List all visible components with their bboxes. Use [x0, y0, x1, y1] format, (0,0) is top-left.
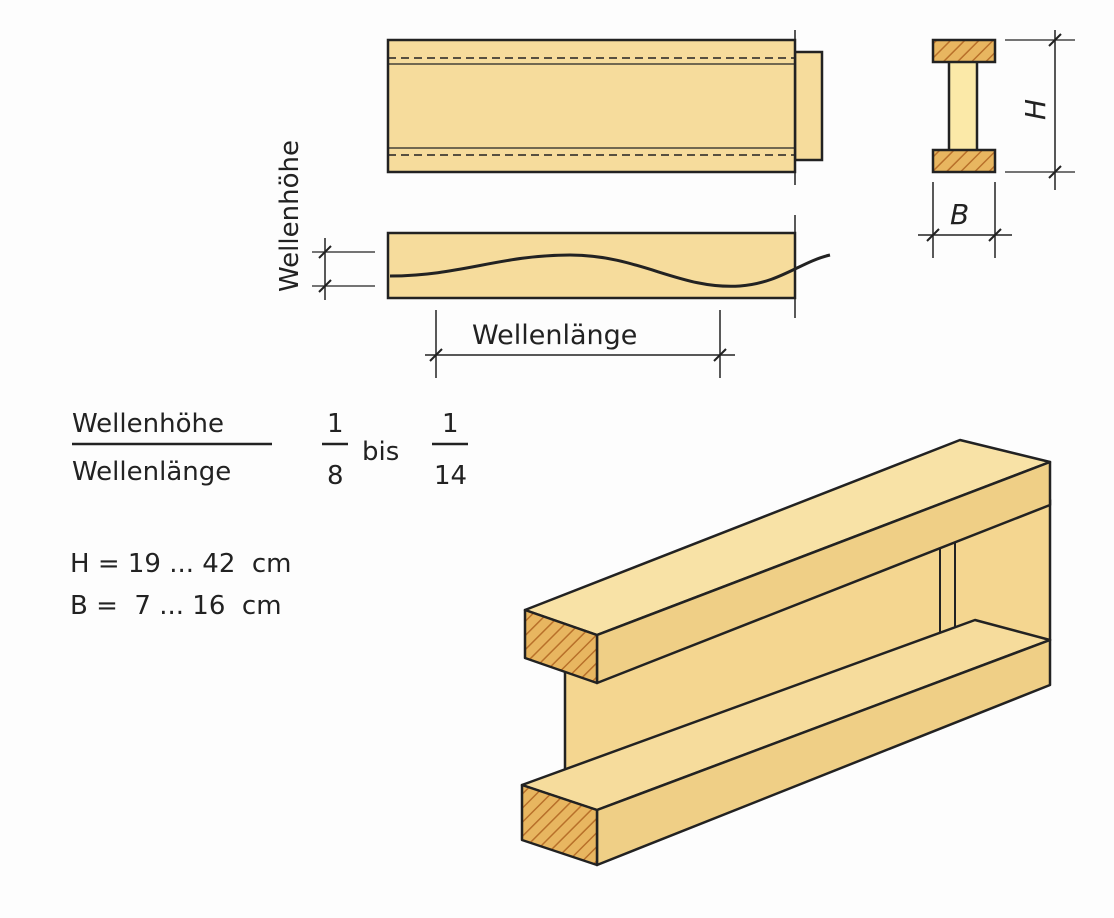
ratio-from-den: 8: [327, 461, 344, 491]
wave-height-label: Wellenhöhe: [275, 140, 305, 292]
dim-b-label: B: [950, 198, 969, 231]
dim-h-label: H: [1019, 99, 1052, 120]
top-view: [386, 30, 824, 185]
h-range: H = 19 ... 42 cm: [70, 549, 292, 579]
ratio-word: bis: [362, 437, 399, 467]
beam-3d: [520, 438, 1052, 867]
ratio-to-den: 14: [434, 461, 467, 491]
b-range: B = 7 ... 16 cm: [70, 591, 282, 621]
cross-section: [918, 30, 1075, 258]
wave-line: [389, 253, 831, 288]
wave-length-label: Wellenlänge: [472, 320, 637, 351]
formula-denominator: Wellenlänge: [72, 457, 231, 487]
formula-numerator: Wellenhöhe: [72, 409, 224, 439]
ratio-formula: Wellenhöhe Wellenlänge 1 8 bis 1 14: [72, 409, 468, 491]
side-view: [312, 215, 831, 378]
ratio-from-num: 1: [327, 409, 344, 439]
ratio-to-num: 1: [442, 409, 459, 439]
